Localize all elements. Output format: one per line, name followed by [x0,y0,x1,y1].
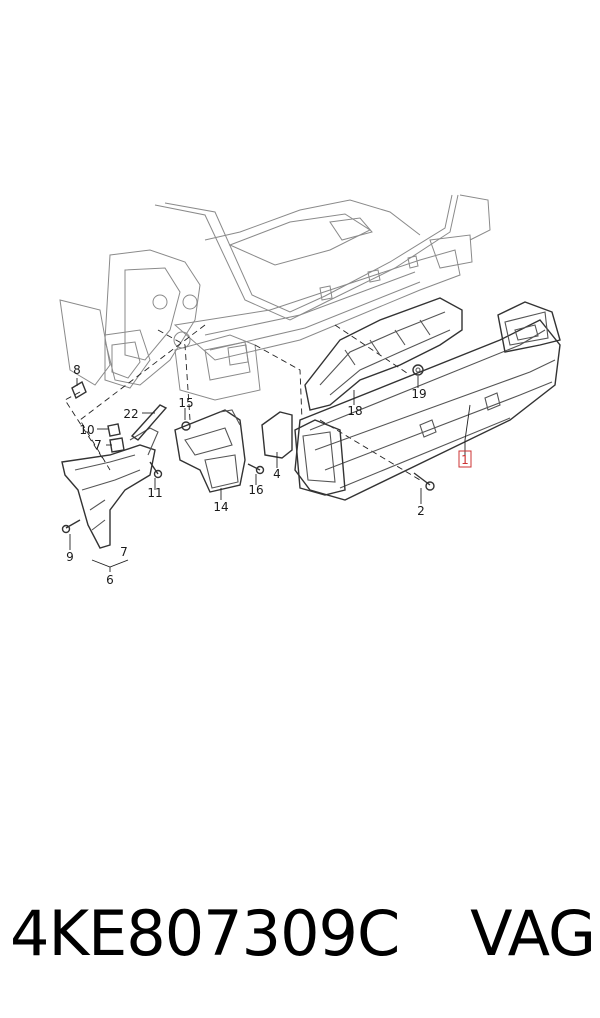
brand-name: VAG [470,896,596,970]
bumper-carrier-part-1 [294,301,561,501]
fasteners [61,364,435,534]
side-bracket-part-6 [61,427,159,549]
part-caption: 4KE807309C VAG [10,893,596,973]
callout-15: 15 [178,396,193,410]
callout-19: 19 [411,387,426,401]
screw-16 [247,463,265,475]
cover-part-4 [261,411,293,459]
callout-8: 8 [73,363,81,377]
callout-4: 4 [273,467,281,481]
callout-22: 22 [123,407,138,421]
screw-15 [181,421,191,431]
leader-lines [69,376,471,572]
absorber-part-18 [304,297,463,411]
guide-bracket-part-14 [174,409,246,493]
callout-1: 1 [461,453,469,467]
car-body-frame [59,194,491,401]
callout-14: 14 [213,500,228,514]
callout-10: 10 [79,423,94,437]
nut-19 [412,364,424,376]
bolt-2 [413,472,435,491]
callout-6: 6 [106,573,114,587]
callout-7-lower: 7 [120,545,128,559]
callout-labels: 1 2 4 6 7 7 8 9 10 11 14 15 16 18 19 22 [66,363,472,587]
callout-2: 2 [417,504,425,518]
callout-16: 16 [248,483,263,497]
strip-part-22 [130,404,168,441]
screw-11 [149,461,163,479]
callout-18: 18 [347,404,362,418]
assembly-lines [64,324,421,481]
clip-10 [107,423,121,437]
callout-7-upper: 7 [94,438,102,452]
clip-7 [109,437,125,453]
screw-9 [61,519,81,534]
callout-9: 9 [66,550,74,564]
callout-11: 11 [147,486,162,500]
part-number: 4KE807309C [10,896,400,970]
clip-8 [71,380,87,400]
callout-1-box [458,450,472,468]
